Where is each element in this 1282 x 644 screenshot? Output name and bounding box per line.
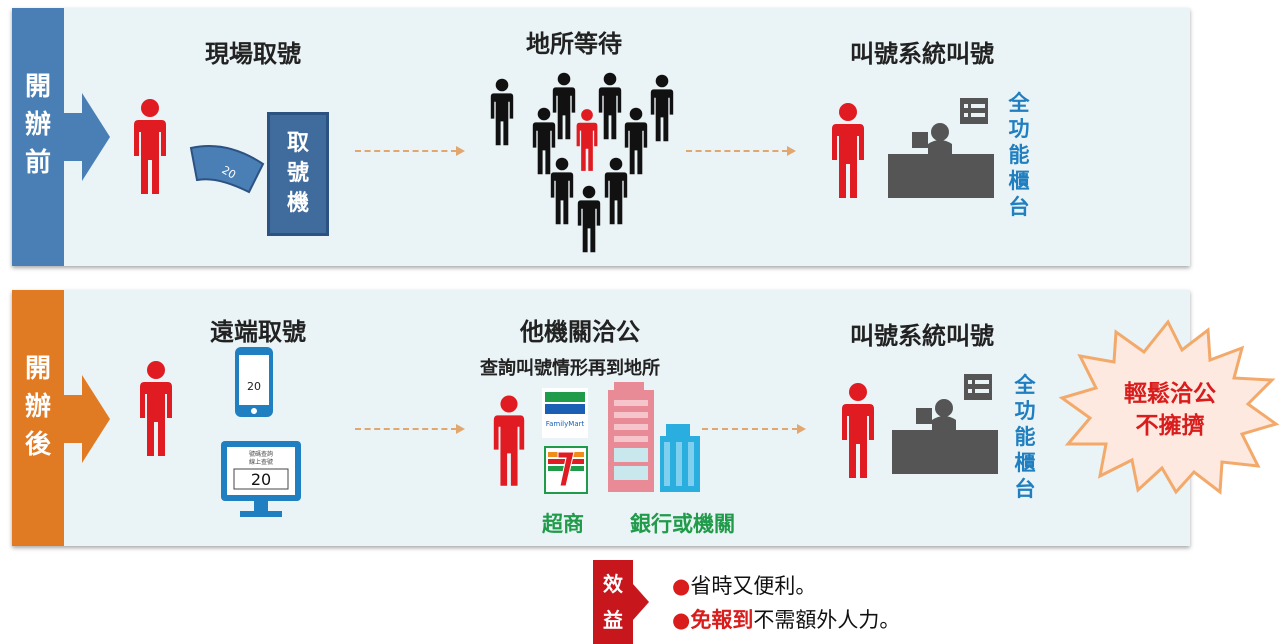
convenience-store-label: 超商	[542, 512, 584, 536]
counter-char: 台	[1008, 195, 1030, 219]
person-red-icon	[838, 382, 878, 482]
ticket-icon: 20	[189, 145, 265, 194]
counter-char: 能	[1014, 425, 1036, 449]
counter-label: 全 功 能 櫃 台	[1006, 90, 1032, 220]
person-red-icon	[490, 394, 528, 490]
burst-line-2: 不擁擠	[1135, 413, 1205, 439]
benefit-tab-char-2: 益	[603, 608, 623, 632]
service-counter-icon	[888, 98, 994, 198]
before-panel: 開 辦 前 現場取號 地所等待 叫號系統叫號 20 取 號 機	[12, 8, 1190, 266]
counter-label: 全 功 能 櫃 台	[1012, 372, 1038, 502]
bullet-icon: ●	[672, 608, 691, 632]
person-red-icon	[136, 360, 176, 460]
counter-char: 全	[1008, 91, 1030, 115]
person-black-icon	[488, 78, 516, 148]
counter-char: 功	[1014, 399, 1036, 423]
benefit-line-2-text: 不需額外人力。	[753, 608, 901, 632]
benefit-tab	[593, 560, 633, 644]
phone-number: 20	[247, 380, 261, 393]
monitor-header-2: 線上查號	[249, 458, 273, 466]
counter-char: 櫃	[1008, 169, 1030, 193]
person-black-icon	[648, 74, 676, 144]
after-step3-title: 叫號系統叫號	[850, 322, 994, 350]
flow-arrow-2-head-icon	[787, 146, 796, 156]
before-side-char-1: 開	[24, 72, 51, 102]
person-black-icon	[602, 156, 630, 228]
benefit-tab-label: 效 益	[593, 566, 633, 638]
familymart-logo-icon: FamilyMart	[542, 388, 588, 438]
after-arrow-icon	[64, 375, 110, 463]
before-side-char-3: 前	[24, 148, 51, 178]
flow-arrow-2	[686, 150, 788, 152]
smartphone-icon: 20	[235, 347, 273, 417]
flow-arrow-1-head-icon	[456, 146, 465, 156]
person-black-icon	[575, 184, 603, 256]
monitor-number: 20	[251, 470, 271, 489]
after-side-char-1: 開	[24, 354, 51, 384]
person-black-icon	[548, 156, 576, 228]
kiosk-char-2: 號	[286, 161, 309, 186]
flow-arrow-3-head-icon	[456, 424, 465, 434]
flow-arrow-4-head-icon	[797, 424, 806, 434]
ticket-kiosk: 取 號 機	[267, 112, 329, 236]
benefit-tab-char-1: 效	[603, 572, 623, 596]
counter-char: 功	[1008, 117, 1030, 141]
after-step2-subtitle: 查詢叫號情形再到地所	[480, 358, 660, 379]
person-black-icon	[596, 72, 624, 142]
after-side-char-3: 後	[24, 430, 51, 460]
burst-text: 輕鬆洽公 不擁擠	[1090, 378, 1250, 442]
flow-arrow-1	[355, 150, 457, 152]
benefit-line-2: ●免報到不需額外人力。	[672, 604, 900, 634]
after-step2-title: 他機關洽公	[520, 318, 640, 346]
person-red-icon	[130, 98, 170, 198]
monitor-icon: 號碼查詢 線上查號 20	[221, 441, 301, 517]
before-side-char-2: 辦	[24, 110, 51, 140]
before-step2-title: 地所等待	[526, 30, 622, 58]
before-step1-title: 現場取號	[205, 40, 301, 68]
counter-char: 全	[1014, 373, 1036, 397]
before-step3-title: 叫號系統叫號	[850, 40, 994, 68]
counter-char: 台	[1014, 477, 1036, 501]
benefit-line-1: ●省時又便利。	[672, 570, 816, 600]
counter-char: 能	[1008, 143, 1030, 167]
before-side-tab: 開 辦 前	[12, 8, 64, 266]
service-counter-icon	[892, 374, 998, 474]
monitor-header-1: 號碼查詢	[249, 450, 273, 458]
benefit-arrow-icon	[633, 584, 649, 620]
person-red-icon	[828, 102, 868, 202]
counter-char: 櫃	[1014, 451, 1036, 475]
benefit-line-2-highlight: 免報到	[690, 608, 754, 632]
after-side-tab: 開 辦 後	[12, 290, 64, 546]
flow-arrow-4	[702, 428, 798, 430]
familymart-label: FamilyMart	[546, 420, 585, 428]
bullet-icon: ●	[672, 574, 691, 598]
after-panel: 開 辦 後 遠端取號 他機關洽公 查詢叫號情形再到地所 叫號系統叫號 20 號碼…	[12, 290, 1190, 546]
burst-line-1: 輕鬆洽公	[1124, 381, 1216, 407]
kiosk-char-1: 取	[286, 131, 309, 156]
before-arrow-icon	[64, 93, 110, 181]
seven-eleven-logo-icon	[544, 446, 588, 494]
ticket-number: 20	[220, 163, 239, 181]
flow-arrow-3	[355, 428, 457, 430]
person-red-icon	[574, 108, 600, 174]
kiosk-char-3: 機	[286, 191, 309, 216]
after-side-char-2: 辦	[24, 392, 51, 422]
after-step1-title: 遠端取號	[210, 318, 306, 346]
starburst-badge-icon	[1058, 319, 1280, 495]
benefit-line-1-text: 省時又便利。	[690, 574, 817, 598]
bank-building-icon	[608, 382, 700, 492]
bank-agency-label: 銀行或機關	[630, 512, 735, 536]
